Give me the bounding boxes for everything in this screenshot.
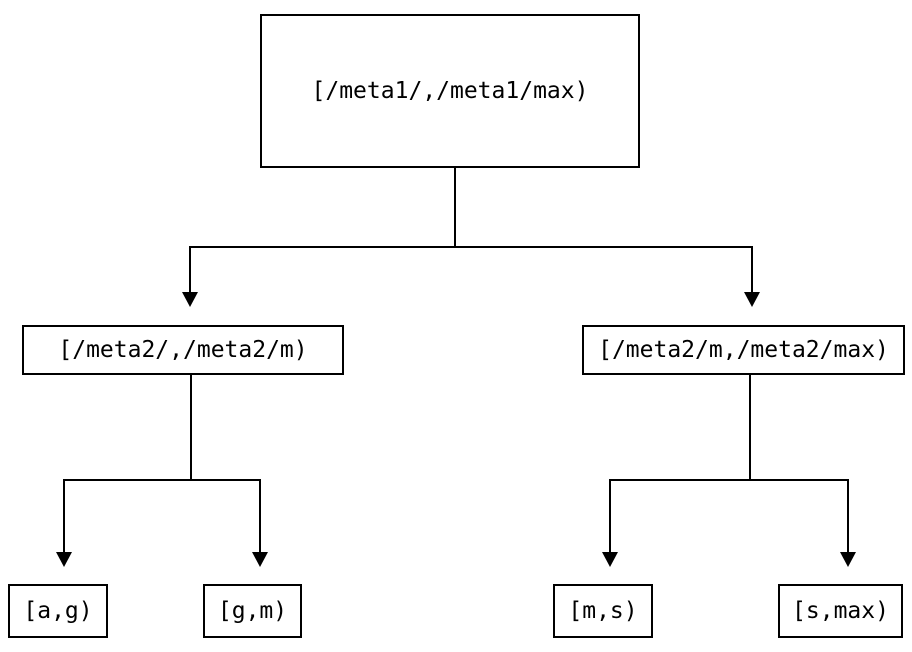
edge-right-to-smax-drop (847, 479, 849, 552)
arrow-down-icon (840, 552, 856, 567)
arrow-down-icon (744, 292, 760, 307)
edge-left-bar (63, 479, 261, 481)
node-leaf-a-g: [a,g) (8, 584, 108, 638)
edge-right-to-ms-drop (609, 479, 611, 552)
edge-root-stem (454, 168, 456, 248)
edge-left-to-gm-drop (259, 479, 261, 552)
node-meta2-lower-range: [/meta2/,/meta2/m) (22, 325, 344, 375)
arrow-down-icon (252, 552, 268, 567)
node-leaf-g-m: [g,m) (203, 584, 302, 638)
edge-root-bar (189, 246, 753, 248)
edge-right-stem (749, 375, 751, 481)
node-leaf-m-s: [m,s) (553, 584, 653, 638)
arrow-down-icon (56, 552, 72, 567)
node-meta2-upper-range: [/meta2/m,/meta2/max) (582, 325, 905, 375)
edge-root-to-right-drop (751, 246, 753, 292)
edge-left-to-ag-drop (63, 479, 65, 552)
arrow-down-icon (182, 292, 198, 307)
node-leaf-s-max: [s,max) (778, 584, 903, 638)
edge-right-bar (609, 479, 849, 481)
node-root-meta1-range: [/meta1/,/meta1/max) (260, 14, 640, 168)
edge-root-to-left-drop (189, 246, 191, 292)
arrow-down-icon (602, 552, 618, 567)
edge-left-stem (190, 375, 192, 481)
